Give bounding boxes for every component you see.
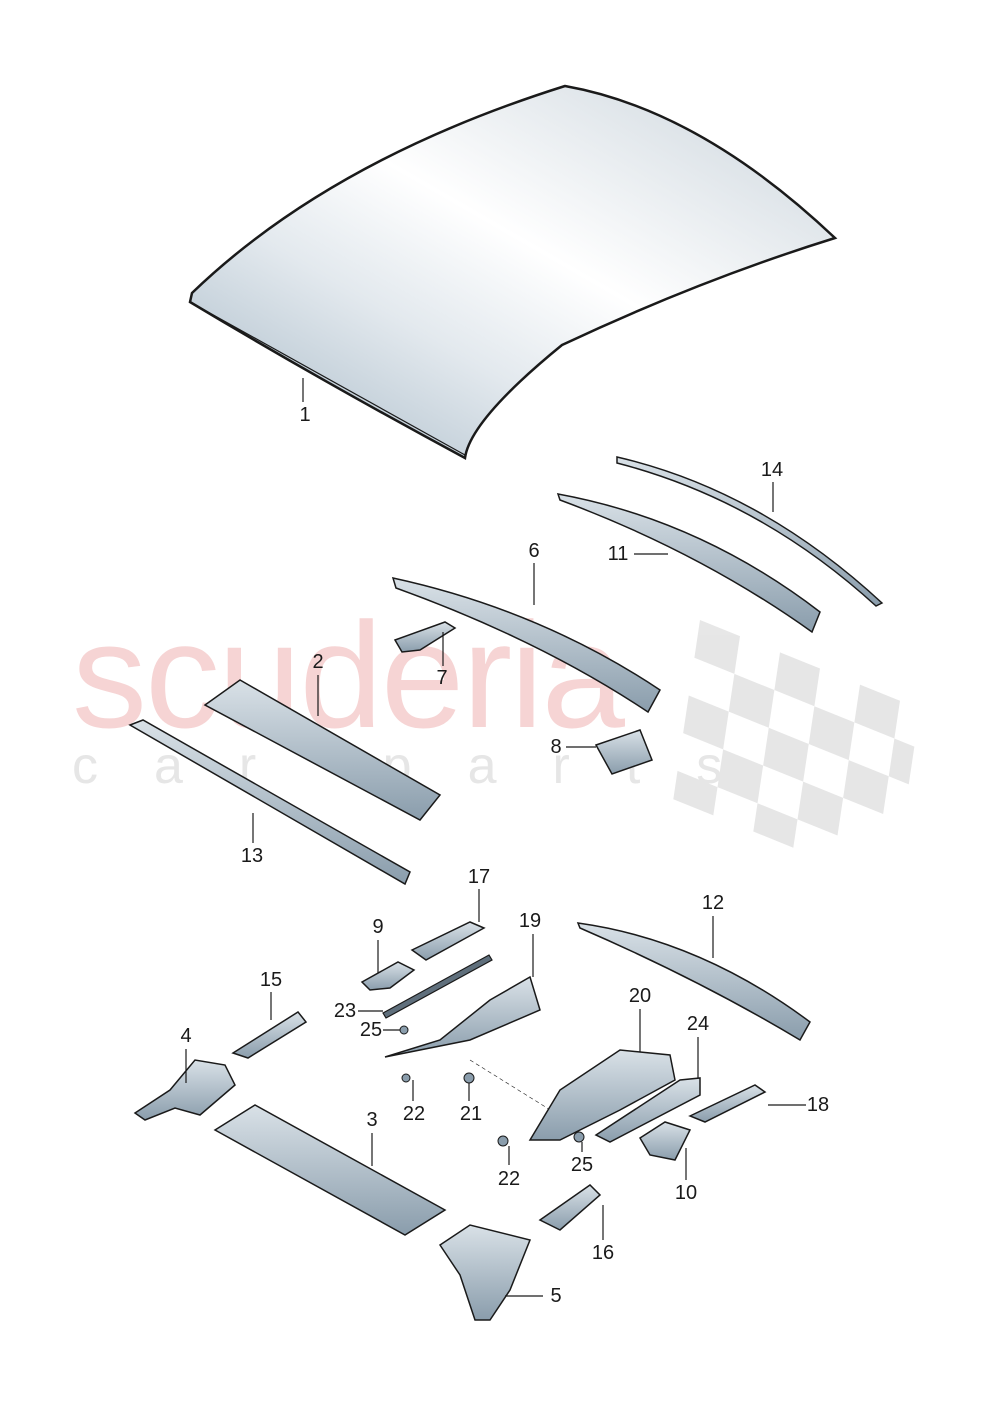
part-2 [203,679,442,821]
callout-label-c6[interactable]: 6 [528,540,540,562]
part-23 [382,954,493,1019]
callout-label-c8[interactable]: 8 [550,736,562,758]
callout-label-c5[interactable]: 5 [550,1285,562,1307]
callout-label-c24[interactable]: 24 [686,1013,710,1035]
callout-label-c22a[interactable]: 22 [402,1103,426,1125]
part-4 [133,1059,236,1121]
callout-label-c16[interactable]: 16 [591,1242,615,1264]
callout-label-c21[interactable]: 21 [459,1103,483,1125]
callout-label-c15[interactable]: 15 [259,969,283,991]
part-20 [528,1049,676,1141]
callout-label-c7[interactable]: 7 [436,667,448,689]
part-14 [616,456,884,607]
callout-label-c9[interactable]: 9 [372,916,384,938]
part-10 [638,1121,692,1161]
part-11 [556,493,821,634]
callout-label-c3[interactable]: 3 [366,1109,378,1131]
part-6 [391,576,661,714]
callout-label-c12[interactable]: 12 [701,892,725,914]
part-roof-panel [188,84,838,460]
part-24 [594,1077,701,1143]
callout-label-c14[interactable]: 14 [760,459,784,481]
callout-label-c22b[interactable]: 22 [497,1168,521,1190]
callout-label-c11[interactable]: 11 [607,543,629,565]
callout-label-c25b[interactable]: 25 [570,1154,594,1176]
part-18 [688,1084,767,1123]
part-12 [576,922,811,1042]
callout-label-c10[interactable]: 10 [674,1182,698,1204]
callout-label-c4[interactable]: 4 [180,1025,192,1047]
callout-label-c19[interactable]: 19 [518,910,542,932]
callout-label-c25a[interactable]: 25 [359,1019,383,1041]
part-3 [213,1104,447,1236]
callout-label-c20[interactable]: 20 [628,985,652,1007]
part-7 [393,621,457,653]
part-19 [384,975,541,1058]
part-8 [594,729,653,775]
callout-label-c23[interactable]: 23 [333,1000,357,1022]
callout-label-c13[interactable]: 13 [240,845,264,867]
callout-label-c17[interactable]: 17 [467,866,491,888]
callout-label-c2[interactable]: 2 [312,651,324,673]
part-17 [410,921,486,961]
part-15 [231,1011,308,1059]
callout-label-c18[interactable]: 18 [806,1094,830,1116]
part-25-screw [399,1025,409,1035]
callout-label-c1[interactable]: 1 [299,404,311,426]
part-13 [128,719,411,886]
part-9 [360,961,416,991]
part-5 [438,1224,532,1321]
part-16 [538,1184,602,1231]
